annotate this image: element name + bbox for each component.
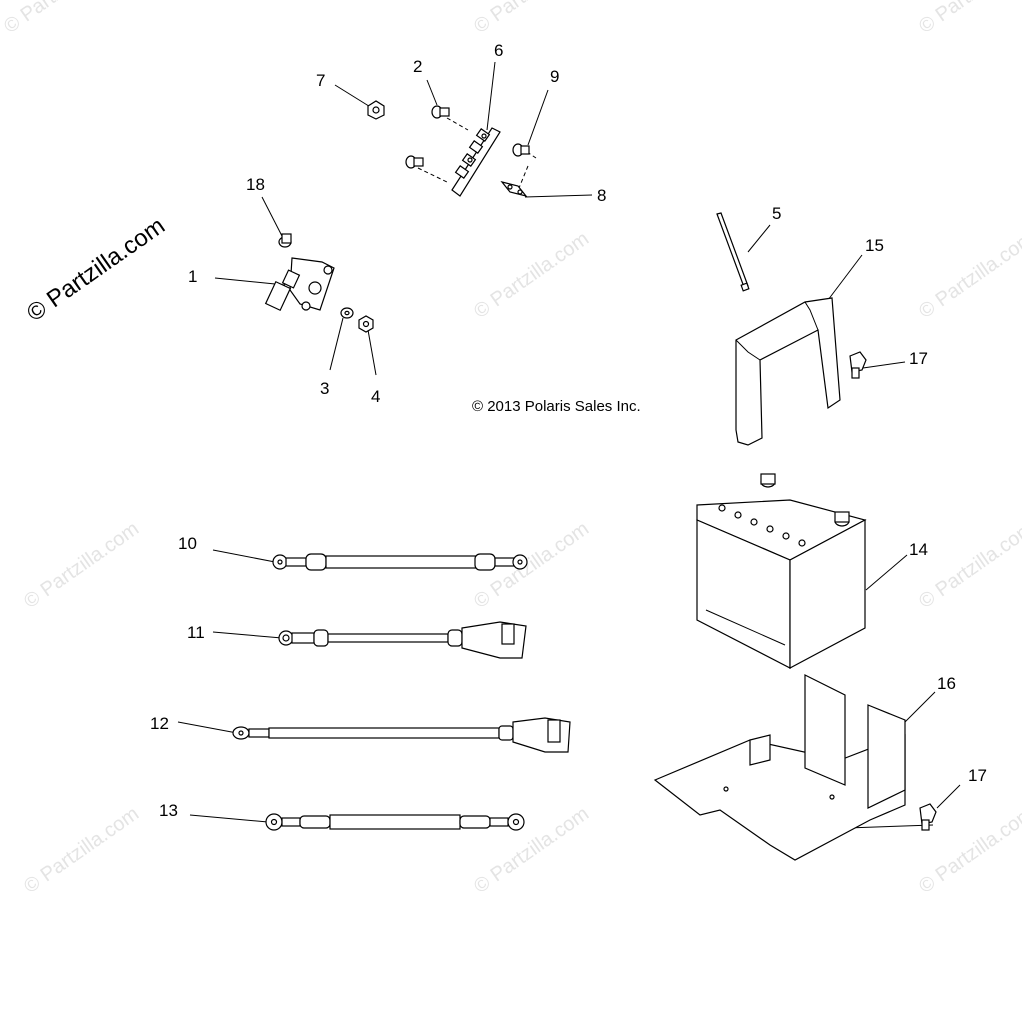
callout-17-lower: 17 — [968, 766, 987, 785]
part-2-bolt — [431, 105, 450, 119]
callout-9: 9 — [550, 67, 560, 86]
callout-13: 13 — [159, 801, 178, 820]
part-18-bolt — [278, 233, 292, 248]
part-12-cable — [232, 717, 571, 753]
part-16-battery-tray — [653, 674, 906, 861]
part-14-battery — [696, 473, 867, 669]
callout-3: 3 — [320, 379, 330, 398]
callout-1: 1 — [188, 267, 198, 286]
part-17-bolt-lower — [919, 803, 937, 831]
part-9-bolt — [512, 143, 530, 157]
callout-6: 6 — [494, 41, 504, 60]
part-8-bracket — [500, 180, 528, 198]
part-17-bolt-upper — [849, 351, 867, 379]
part-15-hold-down-bracket — [735, 297, 841, 446]
part-5-strap — [716, 212, 750, 292]
callout-11: 11 — [187, 623, 205, 642]
callout-2: 2 — [413, 57, 423, 76]
bolt — [405, 155, 424, 169]
leader-lines — [177, 61, 961, 829]
callout-5: 5 — [772, 204, 782, 223]
part-10-cable — [272, 553, 528, 571]
part-1-solenoid — [264, 257, 335, 312]
callout-15: 15 — [865, 236, 884, 255]
part-4-nut — [358, 315, 374, 333]
part-7-nut — [367, 100, 385, 120]
callout-7: 7 — [316, 71, 326, 90]
callout-16: 16 — [937, 674, 956, 693]
callout-14: 14 — [909, 540, 928, 559]
callout-18: 18 — [246, 175, 265, 194]
part-11-cable — [278, 621, 527, 659]
callout-4: 4 — [371, 387, 381, 406]
callout-17-upper: 17 — [909, 349, 928, 368]
part-13-cable — [265, 813, 525, 831]
callout-12: 12 — [150, 714, 169, 733]
callout-8: 8 — [597, 186, 607, 205]
part-3-washer — [340, 307, 354, 319]
part-6-terminal-block — [451, 127, 501, 197]
callout-10: 10 — [178, 534, 197, 553]
copyright-notice: © 2013 Polaris Sales Inc. — [472, 398, 641, 415]
